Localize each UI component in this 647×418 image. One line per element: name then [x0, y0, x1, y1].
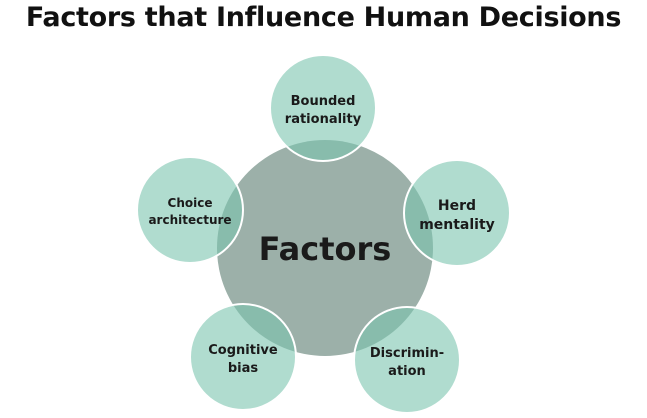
factor-label: Discrimin-ation — [370, 346, 444, 379]
factor-circle — [353, 306, 461, 414]
center-circle — [217, 140, 433, 356]
factor-label-line: mentality — [419, 217, 495, 233]
factor-label: Cognitive bias — [208, 343, 278, 376]
factor-circle — [189, 303, 297, 411]
factor-label-line: architecture — [148, 213, 231, 227]
factor-label-line: Discrimin- — [370, 346, 444, 361]
center-label: Factors — [259, 230, 392, 268]
factor-label: Bounded rationality — [285, 94, 362, 127]
factor-label-line: Bounded — [291, 94, 356, 109]
factor-label: Choice architecture — [148, 196, 231, 227]
factor-label-line: Cognitive — [208, 343, 278, 358]
factor-label-line: rationality — [285, 112, 362, 127]
factor-label-line: ation — [388, 364, 426, 379]
factor-label-line: bias — [228, 361, 259, 376]
factor-label-line: Choice — [168, 196, 213, 210]
factor-circle — [136, 156, 244, 264]
diagram-title: Factors that Influence Human Decisions — [25, 2, 622, 33]
factor-label: Herd mentality — [419, 198, 495, 233]
factor-circle — [403, 159, 511, 267]
factor-label-line: Herd — [438, 198, 476, 214]
factor-circle — [269, 54, 377, 162]
